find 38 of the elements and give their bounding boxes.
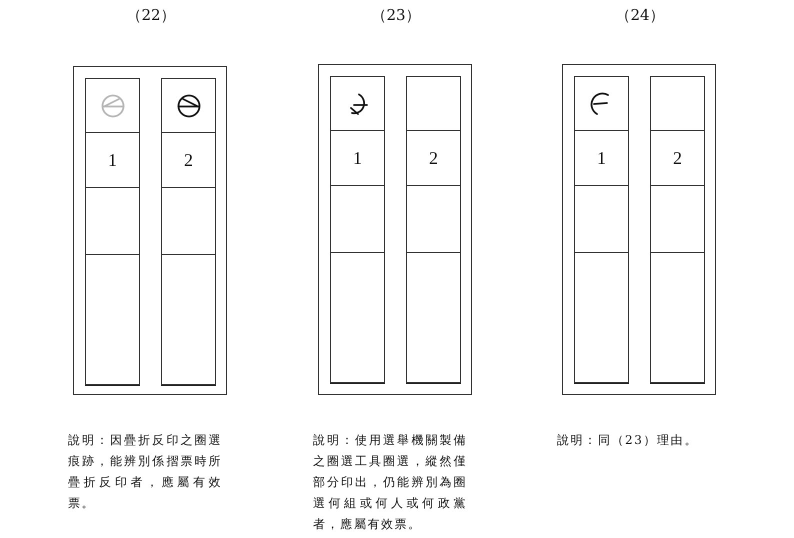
blank-cell (85, 254, 140, 385)
blank-cell (85, 187, 140, 255)
faded-stamp-icon (100, 94, 124, 118)
blank-cell (650, 252, 705, 383)
number-cell: 2 (161, 132, 216, 188)
candidate-column (574, 76, 629, 384)
stamp-area (85, 78, 140, 133)
candidate-column (406, 76, 461, 384)
number-cell: 1 (574, 130, 629, 186)
explanation-text: 說明：同（23）理由。 (557, 432, 698, 449)
blank-cell (406, 252, 461, 383)
blank-cell (161, 254, 216, 385)
number-cell: 2 (406, 130, 461, 186)
figure-number: （22） (126, 6, 176, 24)
blank-cell (574, 185, 629, 253)
blank-cell (406, 185, 461, 253)
stamp-area (406, 76, 461, 131)
candidate-column (85, 78, 140, 386)
blank-cell (650, 185, 705, 253)
figure-number: （24） (615, 6, 665, 24)
blank-cell (574, 252, 629, 383)
figure-number: （23） (371, 6, 421, 24)
stamp-area (574, 76, 629, 131)
candidate-column (650, 76, 705, 384)
candidate-column (161, 78, 216, 386)
explanation-text: 說明：使用選舉機關製備之圈選工具圈選，縱然僅部分印出，仍能辨別為圈選何組或何人或何政黨者，應屬有效票。 (313, 432, 467, 533)
number-cell: 2 (650, 130, 705, 186)
number-cell: 1 (330, 130, 385, 186)
number-cell: 1 (85, 132, 140, 188)
blank-cell (161, 187, 216, 255)
stamp-area (650, 76, 705, 131)
blank-cell (330, 252, 385, 383)
candidate-column (330, 76, 385, 384)
stamp-area (330, 76, 385, 131)
explanation-text: 說明：因疊折反印之圈選痕跡，能辨別係摺票時所疊折反印者，應屬有效票。 (68, 432, 222, 512)
stamp-area (161, 78, 216, 133)
blank-cell (330, 185, 385, 253)
stamp-mark-icon (176, 94, 200, 118)
